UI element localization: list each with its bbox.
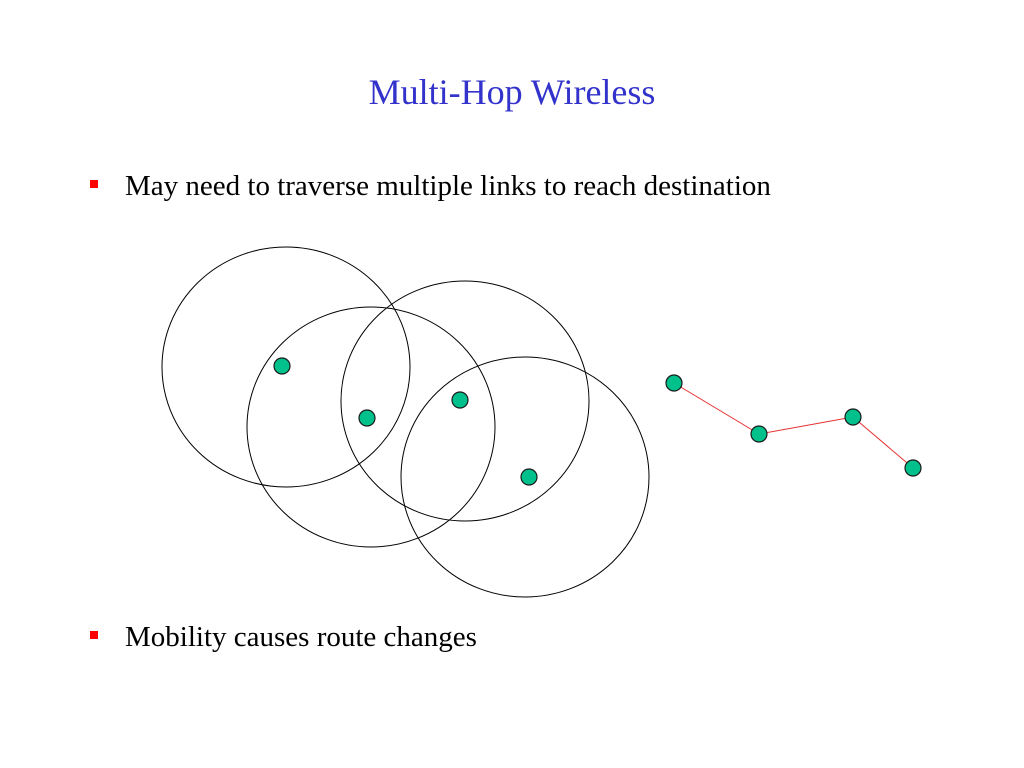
range-circles [161, 246, 650, 598]
bullet-text: May need to traverse multiple links to r… [125, 170, 771, 202]
route-link [852, 416, 914, 469]
square-bullet-icon [90, 180, 98, 188]
wireless-node [358, 409, 376, 427]
slide-title: Multi-Hop Wireless [368, 72, 656, 112]
route-node [904, 459, 922, 477]
route-link [758, 416, 854, 435]
route-links [673, 382, 914, 469]
range-circle [161, 246, 411, 488]
square-bullet-icon [90, 631, 98, 639]
bullet-item-traverse-links: May need to traverse multiple links to r… [90, 167, 771, 205]
range-circle [340, 280, 590, 522]
range-circle [246, 306, 496, 548]
range-circle [400, 356, 650, 598]
route-node [750, 425, 768, 443]
route-node [665, 374, 683, 392]
route-node [844, 408, 862, 426]
bullet-item-mobility: Mobility causes route changes [90, 618, 477, 656]
route-link [673, 382, 760, 435]
wireless-node [451, 391, 469, 409]
bullet-text: Mobility causes route changes [125, 621, 477, 653]
wireless-node [273, 357, 291, 375]
route-nodes [665, 374, 922, 477]
wireless-node [520, 468, 538, 486]
range-nodes [273, 357, 538, 486]
